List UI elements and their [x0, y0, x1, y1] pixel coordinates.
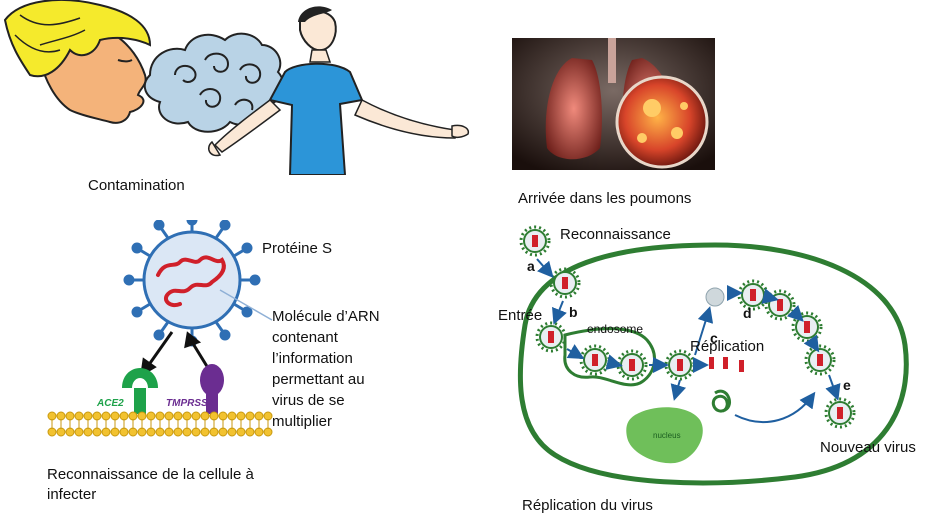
membrane-bead — [263, 427, 273, 437]
membrane-bead — [227, 411, 237, 421]
endosome-label: endosome — [587, 322, 643, 336]
membrane-bead — [128, 427, 138, 437]
virion-assembly-3 — [791, 311, 823, 343]
membrane-bead — [200, 427, 210, 437]
membrane-bead — [263, 411, 273, 421]
cell-membrane — [47, 411, 273, 437]
membrane-bead — [56, 427, 66, 437]
protein-tangle — [711, 389, 731, 413]
membrane-bead — [254, 411, 264, 421]
lungs-image — [512, 38, 715, 170]
virion-assembly-2 — [764, 289, 796, 321]
protein-s-label: Protéine S — [262, 240, 333, 257]
membrane-bead — [227, 427, 237, 437]
membrane-bead — [155, 411, 165, 421]
membrane-bead — [191, 427, 201, 437]
rna-strand — [156, 255, 226, 307]
membrane-bead — [47, 411, 57, 421]
membrane-bead — [164, 411, 174, 421]
membrane-bead — [137, 411, 147, 421]
membrane-bead — [182, 411, 192, 421]
entree-label: Entrée — [498, 307, 543, 324]
membrane-bead — [173, 411, 183, 421]
reconnaissance-label: Reconnaissance — [560, 226, 671, 243]
left-lung — [545, 58, 602, 160]
virus-receptor-diagram — [40, 214, 280, 460]
membrane-bead — [110, 411, 120, 421]
replication-cycle-diagram: a b c d e endosome nucleus — [495, 215, 935, 490]
membrane-bead — [74, 411, 84, 421]
membrane-bead — [119, 411, 129, 421]
membrane-bead — [56, 411, 66, 421]
step-d-label: d — [743, 305, 752, 321]
contamination-illustration — [0, 0, 480, 176]
step-b-label: b — [569, 304, 578, 320]
nouveau-virus-label: Nouveau virus — [820, 439, 916, 456]
membrane-bead — [83, 427, 93, 437]
membrane-bead — [92, 427, 102, 437]
rna-fragments — [709, 357, 744, 372]
membrane-bead — [92, 411, 102, 421]
membrane-bead — [218, 411, 228, 421]
virion-attached — [549, 267, 581, 299]
membrane-bead — [218, 427, 228, 437]
caption-contamination: Contamination — [88, 177, 185, 194]
step-a-label: a — [527, 258, 535, 274]
membrane-bead — [137, 427, 147, 437]
membrane-bead — [254, 427, 264, 437]
membrane-bead — [173, 427, 183, 437]
membrane-bead — [191, 411, 201, 421]
rna-pointer-line — [219, 289, 273, 321]
membrane-bead — [119, 427, 129, 437]
membrane-bead — [110, 427, 120, 437]
membrane-bead — [245, 427, 255, 437]
membrane-bead — [128, 411, 138, 421]
membrane-bead — [101, 427, 111, 437]
caption-replication: Réplication du virus — [522, 497, 653, 514]
step-c-label: c — [710, 330, 718, 346]
tmprss2-receptor — [200, 364, 224, 414]
membrane-bead — [209, 411, 219, 421]
membrane-bead — [83, 411, 93, 421]
membrane-bead — [236, 411, 246, 421]
membrane-bead — [245, 411, 255, 421]
membrane-bead — [164, 427, 174, 437]
step-e-label: e — [843, 377, 851, 393]
nucleus-label: nucleus — [653, 431, 681, 440]
virion-new — [824, 397, 856, 429]
replication-label: Réplication — [690, 338, 765, 355]
membrane-bead — [155, 427, 165, 437]
membrane-bead — [209, 427, 219, 437]
host-cell-membrane — [517, 242, 909, 486]
caption-recognition-cell: Reconnaissance de la cellule à infecter — [47, 466, 254, 503]
membrane-bead — [200, 411, 210, 421]
membrane-bead — [47, 427, 57, 437]
coughing-face — [3, 0, 152, 124]
caption-lungs: Arrivée dans les poumons — [518, 190, 692, 207]
membrane-bead — [146, 411, 156, 421]
rna-molecule-description: Molécule d’ARN contenant l’information p… — [272, 308, 380, 430]
person-inhaling — [208, 6, 470, 176]
coronavirus-inset — [615, 75, 709, 169]
nucleus — [626, 407, 703, 464]
vesicle — [705, 287, 725, 307]
virion-a — [519, 225, 551, 257]
membrane-bead — [146, 427, 156, 437]
tmprss2-label: TMPRSS2 — [166, 398, 214, 409]
binding-arrows — [140, 331, 210, 377]
virion-release-1 — [804, 344, 836, 376]
virion-entry — [535, 321, 567, 353]
endosome — [563, 327, 656, 387]
membrane-bead — [65, 427, 75, 437]
membrane-bead — [182, 427, 192, 437]
membrane-bead — [74, 427, 84, 437]
membrane-bead — [236, 427, 246, 437]
membrane-bead — [65, 411, 75, 421]
membrane-bead — [101, 411, 111, 421]
ace2-label: ACE2 — [97, 398, 124, 409]
virus-particle — [123, 214, 261, 347]
ace2-receptor — [122, 368, 158, 414]
